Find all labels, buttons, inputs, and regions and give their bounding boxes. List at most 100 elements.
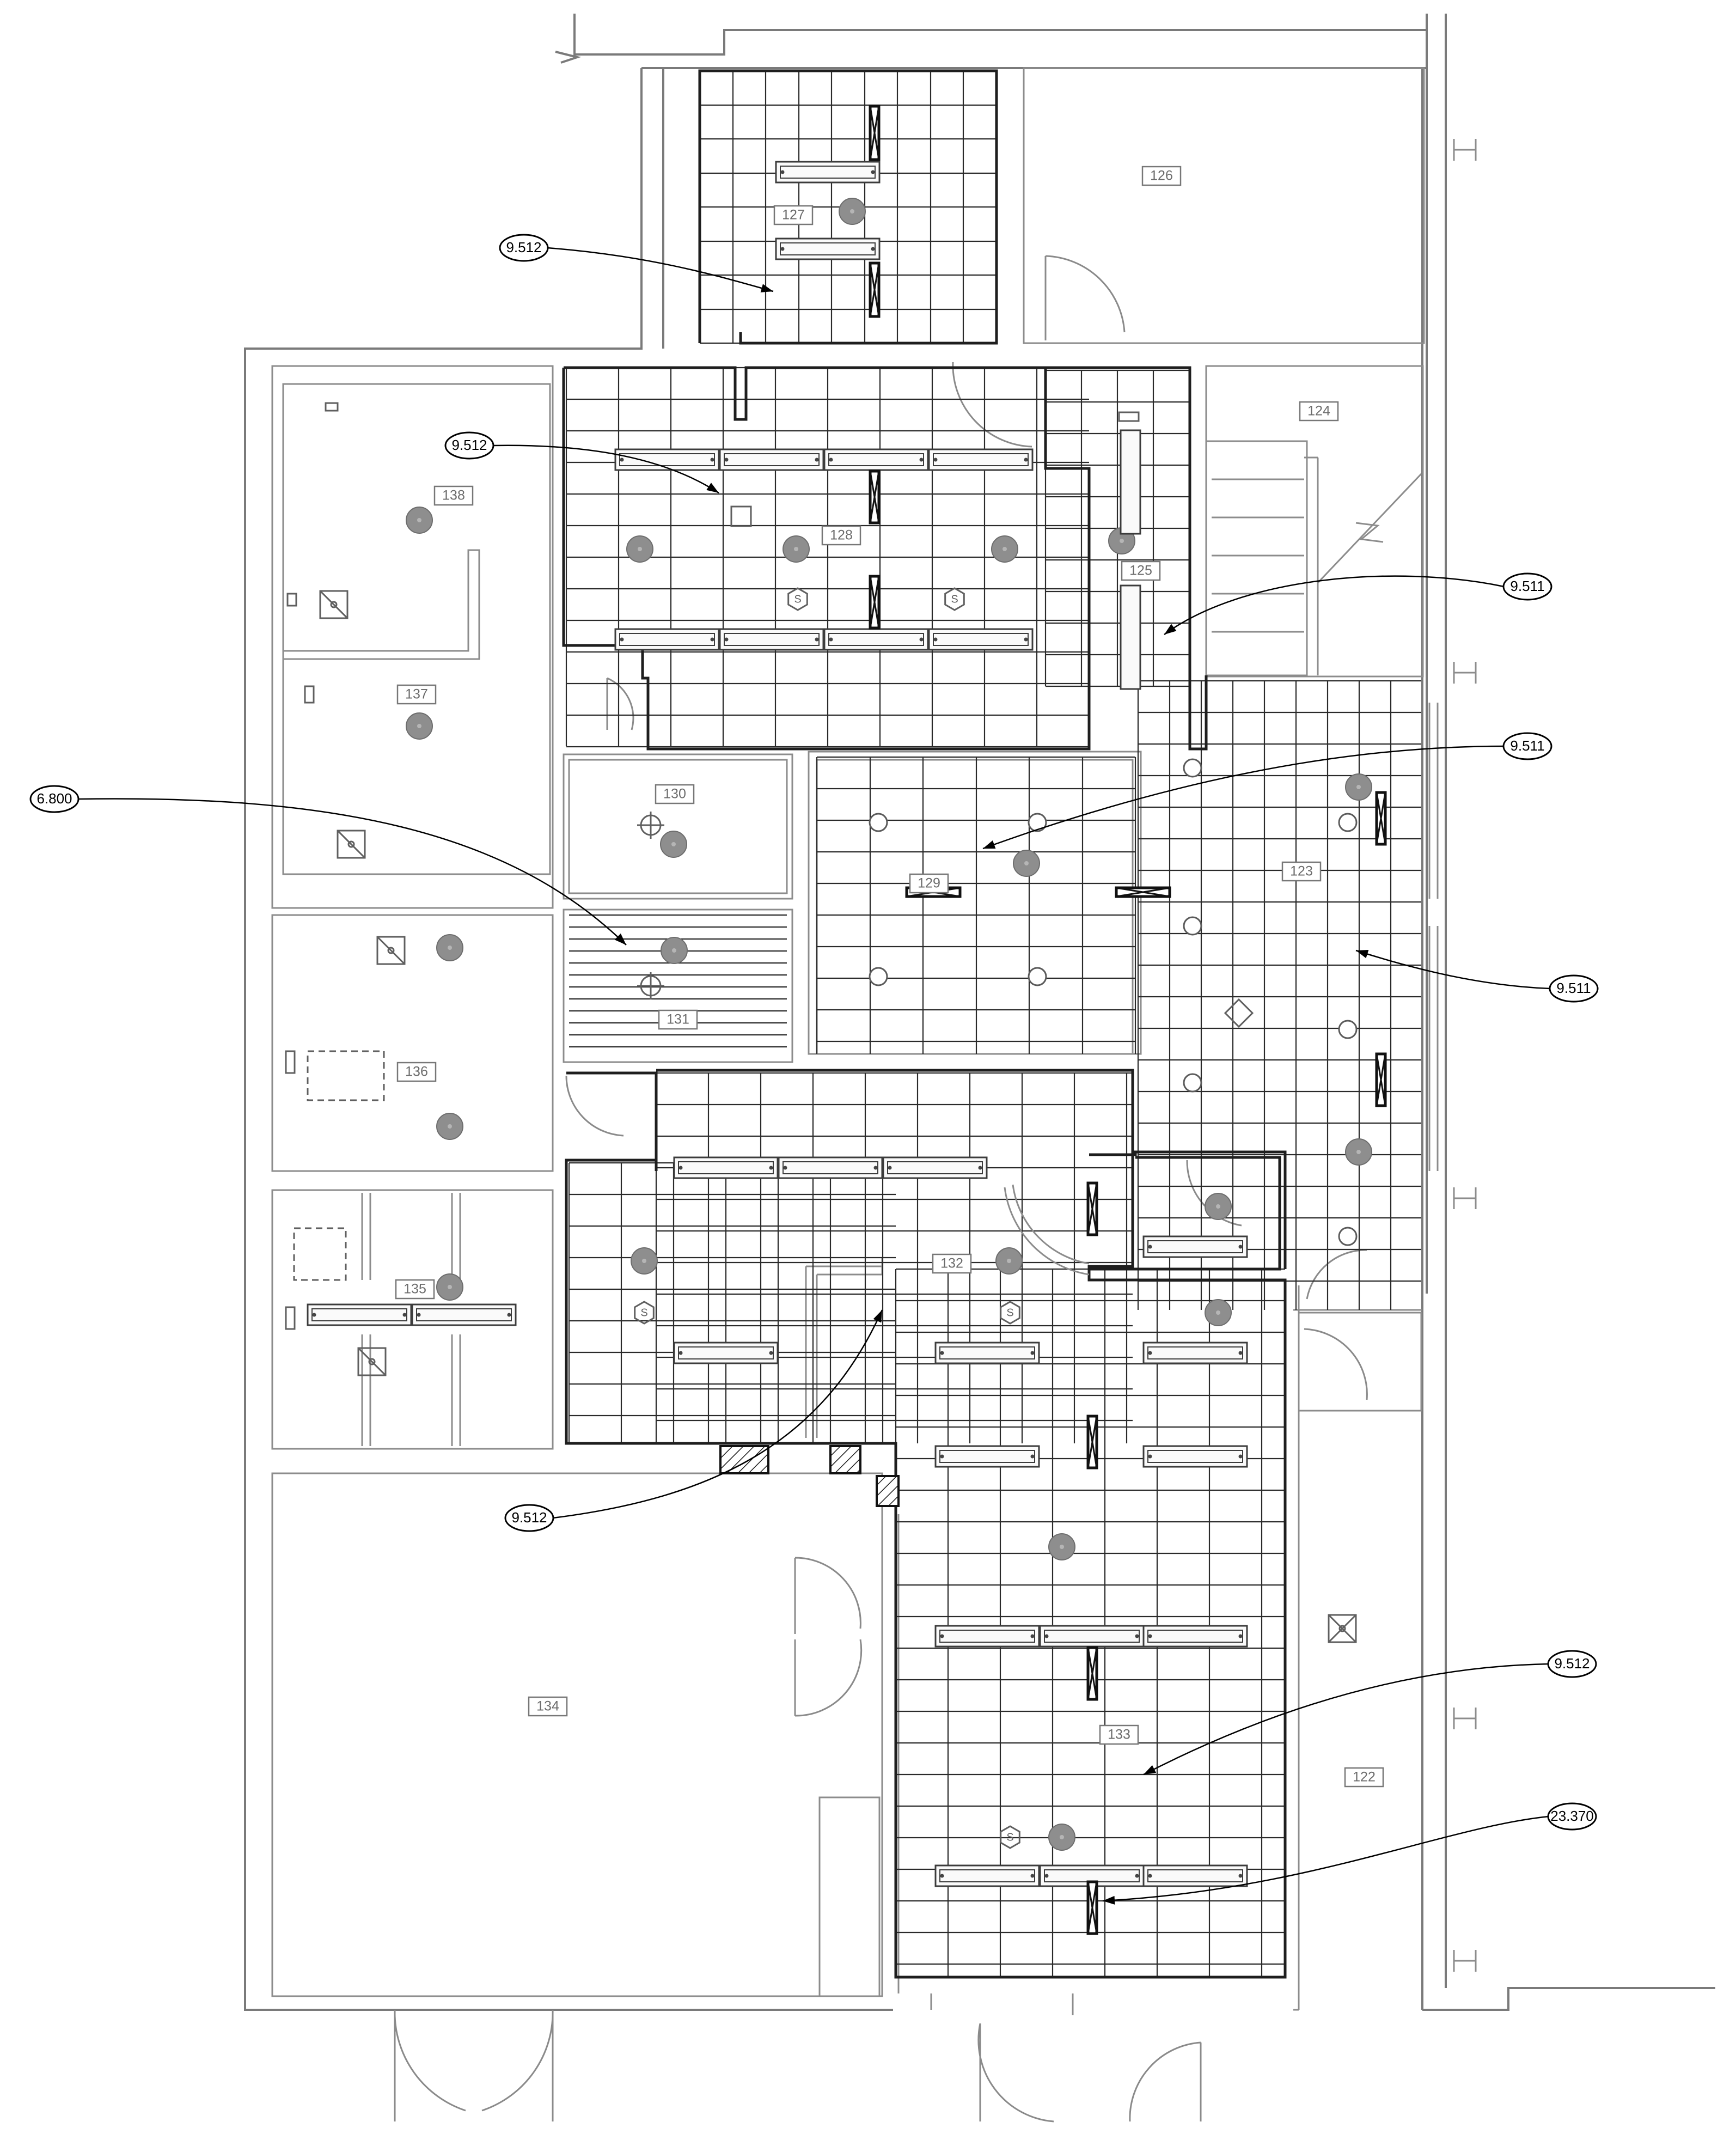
room-number: 137 [405, 687, 428, 702]
arrow-head-icon [1103, 1895, 1115, 1905]
leader-line [1355, 949, 1551, 990]
room-label: 124 [1299, 401, 1339, 422]
sprinkler-head-icon [991, 535, 1018, 563]
sprinkler-head-icon [1048, 1824, 1075, 1851]
light-fixture-icon [934, 1342, 1040, 1364]
light-fixture-icon [823, 628, 929, 651]
room-label: 128 [821, 525, 861, 546]
downlight-icon [1338, 1020, 1358, 1039]
room-label: 138 [433, 485, 474, 506]
room-number: 127 [782, 208, 805, 223]
downlight-icon [1183, 916, 1202, 936]
diffuser-icon [869, 470, 881, 525]
room-number: 138 [442, 488, 465, 503]
smoke-detector-letter: S [1006, 1307, 1013, 1319]
leader-line [547, 247, 774, 292]
smoke-detector-letter: S [794, 593, 801, 605]
room-number: 126 [1150, 168, 1173, 184]
light-fixture-icon [673, 1156, 779, 1179]
light-fixture-icon [673, 1342, 779, 1364]
ceiling-height-value: 23.370 [1550, 1808, 1594, 1824]
diffuser-icon [1086, 1646, 1098, 1701]
misc-symbols [285, 402, 1357, 1643]
light-fixture-icon [614, 448, 720, 471]
room-number: 124 [1307, 404, 1330, 419]
room-label: 130 [655, 784, 695, 804]
crosshair-icon [637, 972, 664, 999]
ceiling-height-value: 9.512 [451, 437, 487, 453]
downlight-icon [1183, 758, 1202, 778]
downlight-icon [1338, 1227, 1358, 1246]
light-fixture-icon [614, 628, 720, 651]
sprinkler-head-icon [436, 934, 463, 961]
ceiling-height-value: 9.511 [1510, 737, 1544, 754]
arrow-head-icon [1144, 1765, 1157, 1775]
room-label: 126 [1141, 166, 1182, 186]
ceiling-height-tag: 6.800 [29, 785, 627, 946]
smoke-detector-letter: S [951, 593, 958, 605]
room-number: 136 [405, 1064, 428, 1080]
light-fixture-icon [1142, 1625, 1248, 1648]
ceiling-height-value: 6.800 [36, 790, 72, 807]
light-fixture-icon [775, 161, 881, 184]
downlight-icon [1183, 1073, 1202, 1093]
smoke-detector-icon: S [944, 587, 965, 611]
light-fixture-icon [719, 628, 824, 651]
light-fixture-icon [1039, 1625, 1145, 1648]
light-fixture-icon [928, 628, 1034, 651]
leader-line [1164, 575, 1505, 636]
leader-line [552, 1309, 883, 1519]
leader-line [982, 745, 1505, 850]
diffuser-icon [869, 105, 881, 161]
sprinkler-head-icon [660, 831, 687, 858]
room-label: 134 [528, 1696, 568, 1717]
light-fixture-icon [934, 1625, 1040, 1648]
ceiling-height-value: 9.511 [1556, 980, 1591, 996]
diffuser-icon [1115, 886, 1171, 898]
ceiling-height-tag: 9.511 [1355, 949, 1599, 1003]
leader-line [1102, 1815, 1549, 1902]
room-number: 133 [1108, 1727, 1130, 1742]
wall-device-icon [285, 1306, 296, 1330]
smoke-detector-icon: S [634, 1301, 655, 1325]
ceiling-grid-129 [816, 756, 1136, 1054]
sprinkler-head-icon [1013, 850, 1040, 877]
smoke-detector-letter: S [1006, 1831, 1013, 1843]
sprinkler-head-icon [626, 535, 653, 563]
arrow-head-icon [873, 1310, 882, 1323]
sprinkler-head-icon [631, 1247, 658, 1275]
sprinkler-head-icon [783, 535, 810, 563]
arrow-head-icon [1356, 950, 1369, 959]
room-label: 135 [395, 1279, 435, 1300]
arrow-head-icon [706, 483, 719, 493]
downlights [869, 758, 1358, 1246]
room-label: 132 [932, 1253, 972, 1274]
light-fixture-icon [778, 1156, 883, 1179]
room-number: 123 [1290, 864, 1313, 879]
room-number: 125 [1129, 563, 1152, 578]
light-fixture-icon [934, 1445, 1040, 1468]
light-fixture-icon [719, 448, 824, 471]
ceiling-height-value: 9.511 [1510, 578, 1544, 594]
room-number: 131 [667, 1012, 689, 1027]
smoke-detector-icon: S [1000, 1825, 1020, 1849]
ceiling-height-value: 9.512 [1554, 1655, 1590, 1672]
arrow-head-icon [760, 284, 773, 292]
downlight-icon [1028, 813, 1047, 832]
sprinkler-head-icon [406, 712, 433, 740]
room-label: 131 [658, 1009, 698, 1030]
downlight-icon [1028, 967, 1047, 986]
ceiling-height-value: 9.512 [506, 239, 541, 255]
light-fixture-icon [307, 1303, 412, 1326]
smoke-detector-icon: S [1000, 1301, 1020, 1325]
room-number: 122 [1353, 1770, 1376, 1785]
diffuser-icon [1086, 1880, 1098, 1935]
ceiling-height-tag: 9.511 [1164, 572, 1552, 636]
ceiling-height-tags: 9.5129.5129.5119.5116.8009.5119.5129.512… [29, 234, 1599, 1905]
wall-device-icon [285, 1050, 296, 1074]
smoke-detectors: S S S S S [634, 587, 1020, 1849]
column-marks [1453, 139, 1477, 1972]
ceiling-height-tag: 9.512 [1143, 1650, 1597, 1776]
room-number: 134 [536, 1699, 559, 1714]
